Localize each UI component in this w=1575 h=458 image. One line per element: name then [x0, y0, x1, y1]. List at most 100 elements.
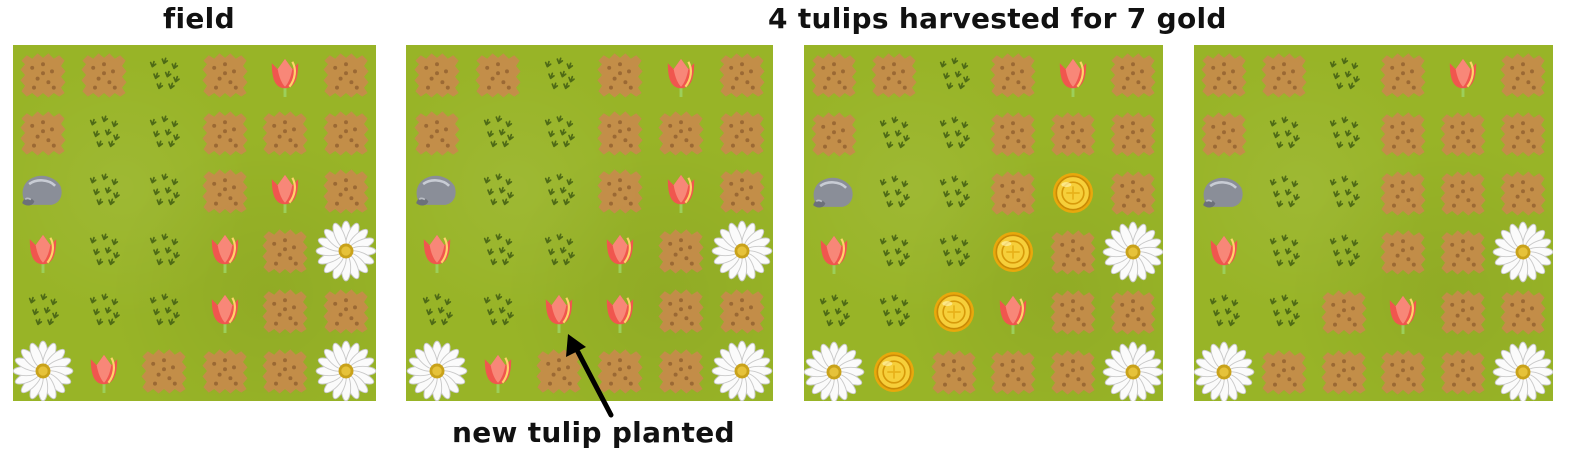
- tile-soil-patch[interactable]: [255, 221, 316, 281]
- tile-daisy[interactable]: [406, 340, 467, 401]
- tile-soil-patch[interactable]: [804, 45, 864, 105]
- tile-soil-patch[interactable]: [1103, 45, 1163, 105]
- tile-daisy[interactable]: [712, 340, 773, 401]
- tile-daisy[interactable]: [1102, 221, 1163, 283]
- tile-soil-patch[interactable]: [1373, 164, 1433, 223]
- tile-soil-patch[interactable]: [651, 281, 712, 341]
- tile-soil-patch[interactable]: [195, 341, 256, 401]
- tile-soil-patch[interactable]: [255, 281, 316, 341]
- tile-soil-patch[interactable]: [1433, 222, 1493, 282]
- tile-tulip[interactable]: [406, 221, 467, 281]
- tile-tulip[interactable]: [467, 341, 528, 401]
- tile-soil-patch[interactable]: [1373, 222, 1433, 282]
- tile-grass-tuft[interactable]: [134, 281, 195, 341]
- tile-tulip[interactable]: [651, 45, 712, 105]
- tile-soil-patch[interactable]: [1314, 282, 1374, 342]
- tile-soil-patch[interactable]: [406, 105, 467, 161]
- tile-tulip[interactable]: [255, 161, 316, 221]
- tile-daisy[interactable]: [1492, 221, 1553, 283]
- tile-daisy[interactable]: [804, 341, 865, 401]
- tile-grass-tuft[interactable]: [924, 164, 984, 223]
- tile-daisy[interactable]: [1492, 341, 1553, 401]
- tile-soil-patch[interactable]: [255, 105, 316, 161]
- tile-soil-patch[interactable]: [1103, 164, 1163, 223]
- tile-soil-patch[interactable]: [13, 45, 74, 105]
- tile-gold-coin[interactable]: [1043, 164, 1103, 223]
- tile-grass-tuft[interactable]: [134, 105, 195, 161]
- tile-grass-tuft[interactable]: [1314, 222, 1374, 282]
- tile-grass-tuft[interactable]: [864, 105, 924, 164]
- tile-grass-tuft[interactable]: [74, 221, 135, 281]
- tile-grass-tuft[interactable]: [1254, 164, 1314, 223]
- tile-soil-patch[interactable]: [1433, 164, 1493, 223]
- tile-tulip[interactable]: [13, 221, 74, 281]
- tile-tulip[interactable]: [983, 282, 1043, 342]
- tile-soil-patch[interactable]: [590, 341, 651, 401]
- tile-soil-patch[interactable]: [1194, 45, 1254, 105]
- tile-soil-patch[interactable]: [983, 105, 1043, 164]
- tile-grass-tuft[interactable]: [924, 222, 984, 282]
- tile-soil-patch[interactable]: [651, 105, 712, 161]
- tile-tulip[interactable]: [195, 221, 256, 281]
- tile-soil-patch[interactable]: [316, 281, 377, 341]
- tile-soil-patch[interactable]: [590, 105, 651, 161]
- tile-daisy[interactable]: [712, 220, 773, 282]
- tile-grass-tuft[interactable]: [467, 161, 528, 221]
- tile-grass-tuft[interactable]: [1314, 45, 1374, 105]
- tile-tulip[interactable]: [1194, 222, 1254, 282]
- tile-tulip[interactable]: [804, 222, 864, 282]
- tile-grass-tuft[interactable]: [74, 161, 135, 221]
- tile-soil-patch[interactable]: [528, 341, 589, 401]
- tile-soil-patch[interactable]: [1043, 222, 1103, 282]
- tile-grass-tuft[interactable]: [1314, 105, 1374, 164]
- tile-daisy[interactable]: [315, 220, 376, 282]
- tile-soil-patch[interactable]: [1103, 105, 1163, 164]
- tile-soil-patch[interactable]: [1493, 164, 1553, 223]
- tile-grass-tuft[interactable]: [528, 221, 589, 281]
- tile-grass-tuft[interactable]: [1194, 282, 1254, 342]
- tile-soil-patch[interactable]: [1433, 282, 1493, 342]
- tile-soil-patch[interactable]: [1254, 342, 1314, 401]
- tile-grass-tuft[interactable]: [13, 281, 74, 341]
- tile-grass-tuft[interactable]: [1254, 282, 1314, 342]
- tile-tulip[interactable]: [590, 281, 651, 341]
- tile-soil-patch[interactable]: [1433, 342, 1493, 401]
- tile-daisy[interactable]: [13, 340, 74, 401]
- tile-tulip[interactable]: [255, 45, 316, 105]
- tile-tulip[interactable]: [1043, 45, 1103, 105]
- tile-soil-patch[interactable]: [1493, 105, 1553, 164]
- tile-grass-tuft[interactable]: [406, 281, 467, 341]
- tile-gold-coin[interactable]: [864, 342, 924, 401]
- tile-soil-patch[interactable]: [1043, 342, 1103, 401]
- tile-soil-patch[interactable]: [406, 45, 467, 105]
- tile-soil-patch[interactable]: [1103, 282, 1163, 342]
- tile-grass-tuft[interactable]: [924, 45, 984, 105]
- tile-rock[interactable]: [13, 161, 74, 221]
- tile-tulip[interactable]: [651, 161, 712, 221]
- tile-tulip[interactable]: [74, 341, 135, 401]
- tile-rock[interactable]: [804, 164, 864, 223]
- tile-grass-tuft[interactable]: [134, 161, 195, 221]
- tile-grass-tuft[interactable]: [467, 105, 528, 161]
- tile-grass-tuft[interactable]: [528, 105, 589, 161]
- tile-grass-tuft[interactable]: [1314, 164, 1374, 223]
- tile-tulip[interactable]: [1433, 45, 1493, 105]
- tile-tulip[interactable]: [590, 221, 651, 281]
- tile-tulip[interactable]: [195, 281, 256, 341]
- tile-soil-patch[interactable]: [1493, 45, 1553, 105]
- tile-grass-tuft[interactable]: [74, 281, 135, 341]
- tile-soil-patch[interactable]: [712, 45, 773, 105]
- tile-daisy[interactable]: [1102, 341, 1163, 401]
- tile-soil-patch[interactable]: [1373, 342, 1433, 401]
- tile-soil-patch[interactable]: [590, 161, 651, 221]
- tile-gold-coin[interactable]: [924, 282, 984, 342]
- tile-soil-patch[interactable]: [864, 45, 924, 105]
- tile-rock[interactable]: [1194, 164, 1254, 223]
- tile-grass-tuft[interactable]: [864, 164, 924, 223]
- tile-soil-patch[interactable]: [195, 45, 256, 105]
- tile-soil-patch[interactable]: [983, 342, 1043, 401]
- tile-grass-tuft[interactable]: [1254, 222, 1314, 282]
- tile-grass-tuft[interactable]: [528, 45, 589, 105]
- tile-soil-patch[interactable]: [983, 45, 1043, 105]
- tile-grass-tuft[interactable]: [864, 222, 924, 282]
